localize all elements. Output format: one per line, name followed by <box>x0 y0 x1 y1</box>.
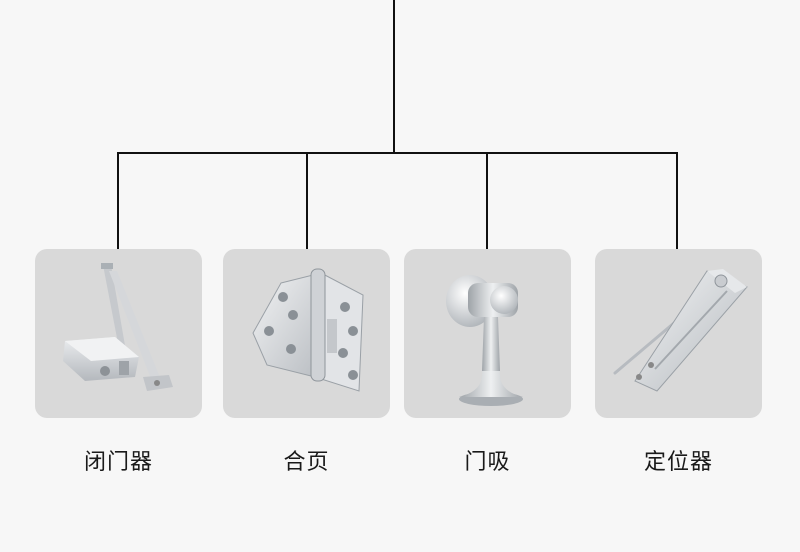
door-stopper-icon <box>446 275 523 406</box>
product-card-hinge <box>223 249 390 418</box>
branch-drop-2 <box>306 152 308 249</box>
door-closer-icon <box>63 263 173 391</box>
branch-bar <box>117 152 678 154</box>
product-card-door-closer <box>35 249 202 418</box>
branch-drop-3 <box>486 152 488 249</box>
product-label: 定位器 <box>643 450 713 475</box>
hinge-icon <box>252 268 364 392</box>
product-card-door-positioner <box>595 249 762 418</box>
product-label: 门吸 <box>464 450 511 475</box>
branch-drop-4 <box>676 152 678 249</box>
product-card-door-stopper <box>404 249 571 418</box>
door-positioner-icon <box>613 269 748 392</box>
trunk-line <box>393 0 395 152</box>
product-label: 闭门器 <box>83 450 153 475</box>
product-label: 合页 <box>283 450 330 475</box>
branch-drop-1 <box>117 152 119 249</box>
